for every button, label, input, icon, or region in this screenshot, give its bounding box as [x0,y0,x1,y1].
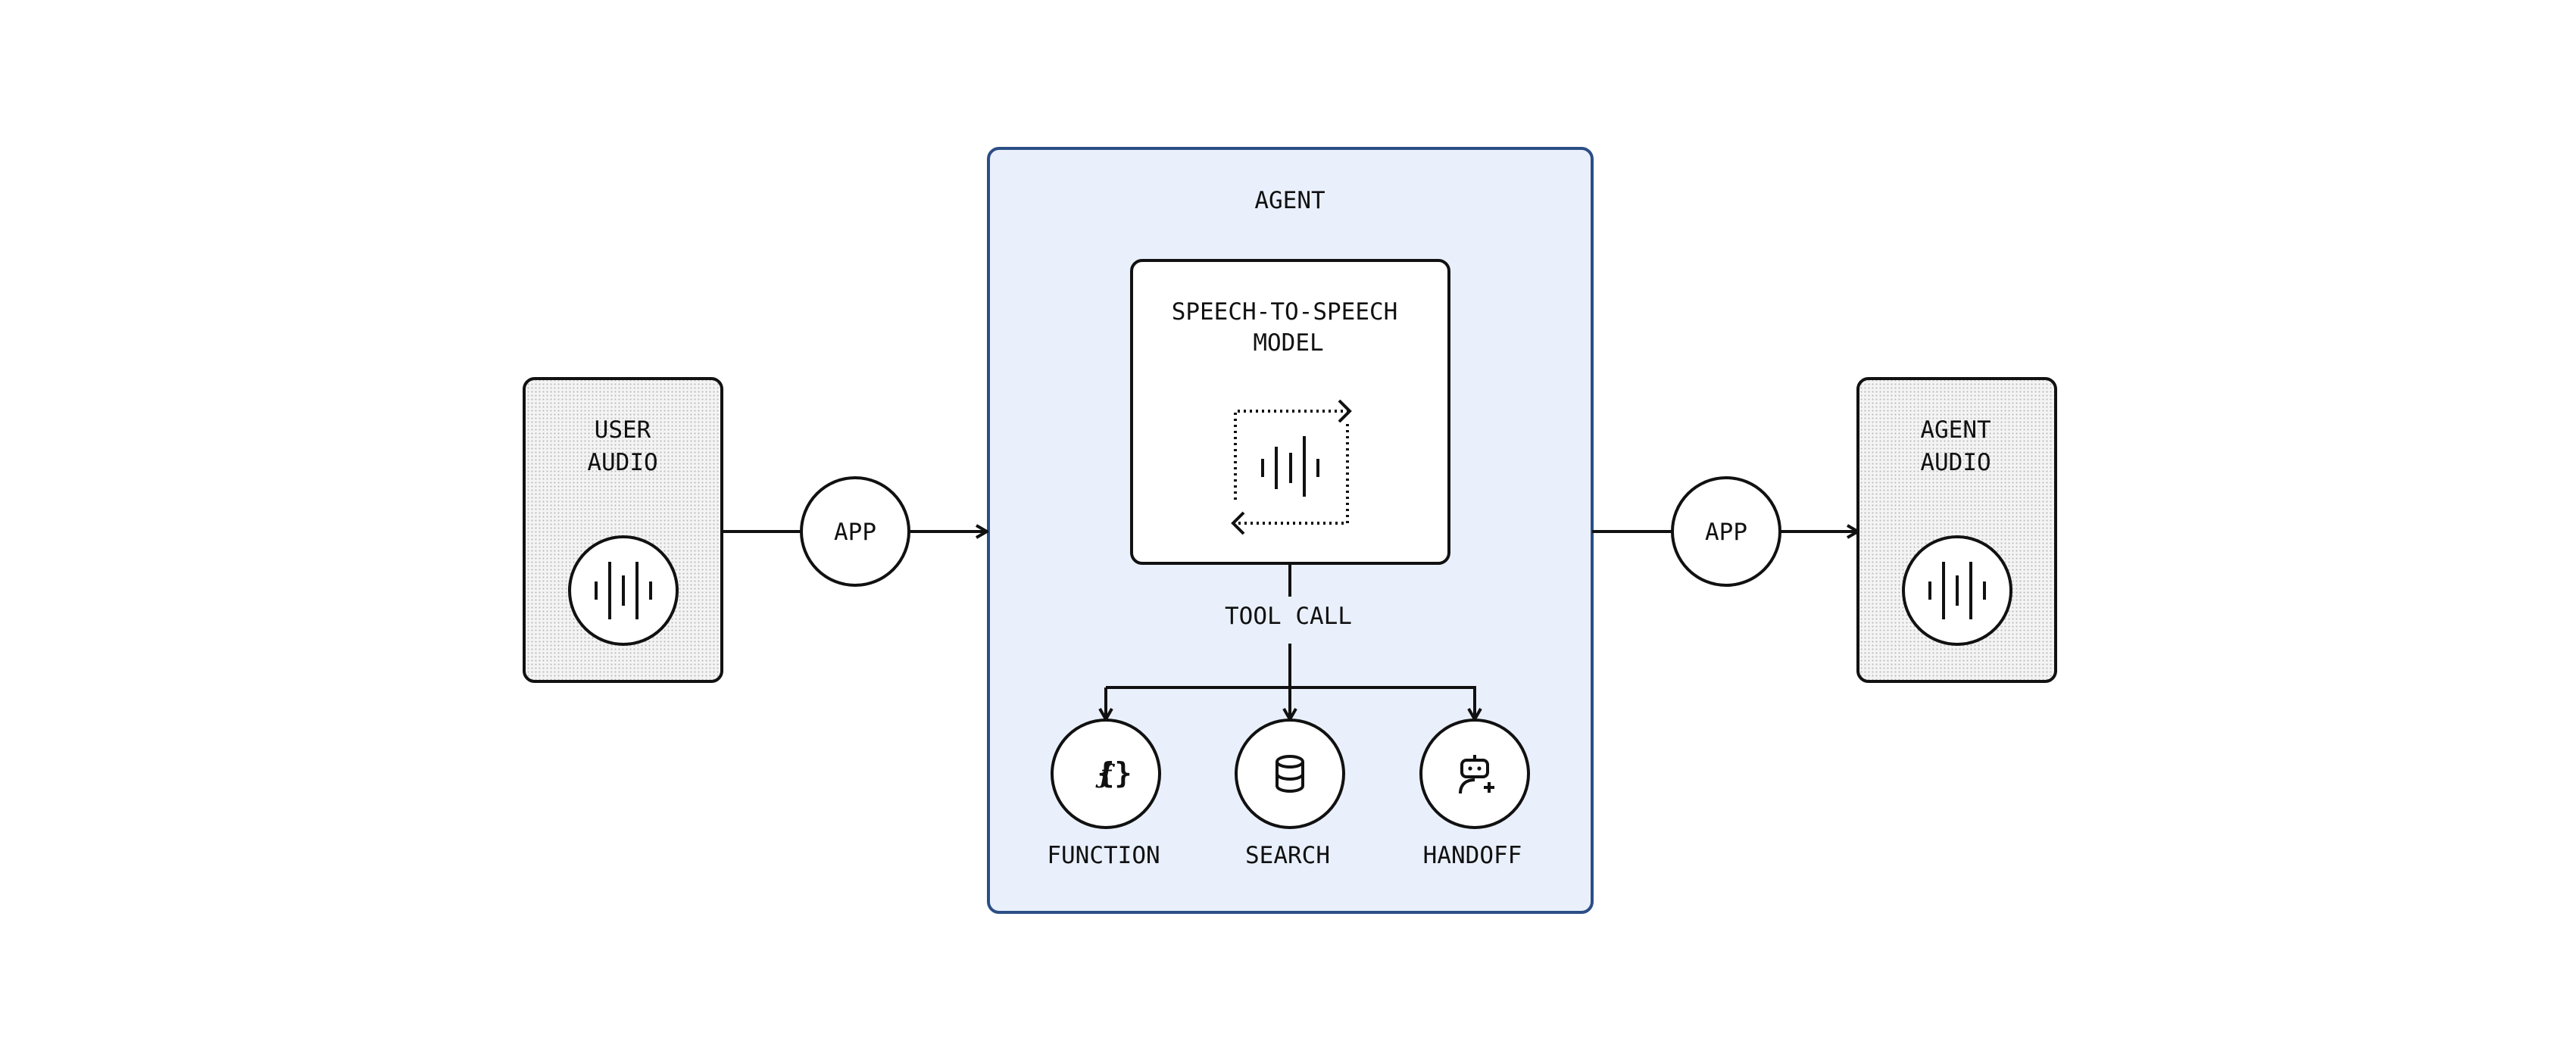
user-audio-card: USER AUDIO [523,377,723,683]
user-audio-line2: AUDIO [587,449,657,476]
tool-handoff-label: HANDOFF [1423,842,1522,869]
app-right-label: APP [1705,519,1747,546]
tool-call-label: TOOL CALL [1225,603,1352,630]
tool-search: SEARCH [1235,719,1345,869]
waveform-icon [1902,535,2012,646]
svg-text:{: { [1098,756,1115,790]
waveform-loop-icon [1231,399,1352,535]
tool-function: { ƒ } FUNCTION [1047,719,1161,869]
agent-title: AGENT [1254,187,1325,214]
agent-audio-card: AGENT AUDIO [1856,377,2057,683]
agent-audio-line1: AGENT [1920,416,1991,444]
model-title-line2: MODEL [1253,329,1323,357]
waveform-icon [568,535,679,646]
tool-search-label: SEARCH [1245,842,1330,869]
agent-audio-line2: AUDIO [1920,449,1991,476]
robot-user-add-icon [1459,755,1494,794]
tool-call-branch-connector [1106,644,1476,719]
svg-text:}: } [1115,756,1132,790]
app-left-label: APP [834,519,876,546]
database-icon [1276,755,1304,793]
speech-to-speech-model-box: SPEECH-TO-SPEECH MODEL [1130,259,1450,565]
tool-function-label: FUNCTION [1047,842,1160,869]
user-audio-line1: USER [595,416,651,444]
model-title-line1: SPEECH-TO-SPEECH [1172,298,1398,326]
app-node-right: APP [1671,476,1781,587]
app-node-left: APP [800,476,910,587]
function-icon: { ƒ } [1095,756,1132,790]
tool-handoff: HANDOFF [1419,719,1530,869]
